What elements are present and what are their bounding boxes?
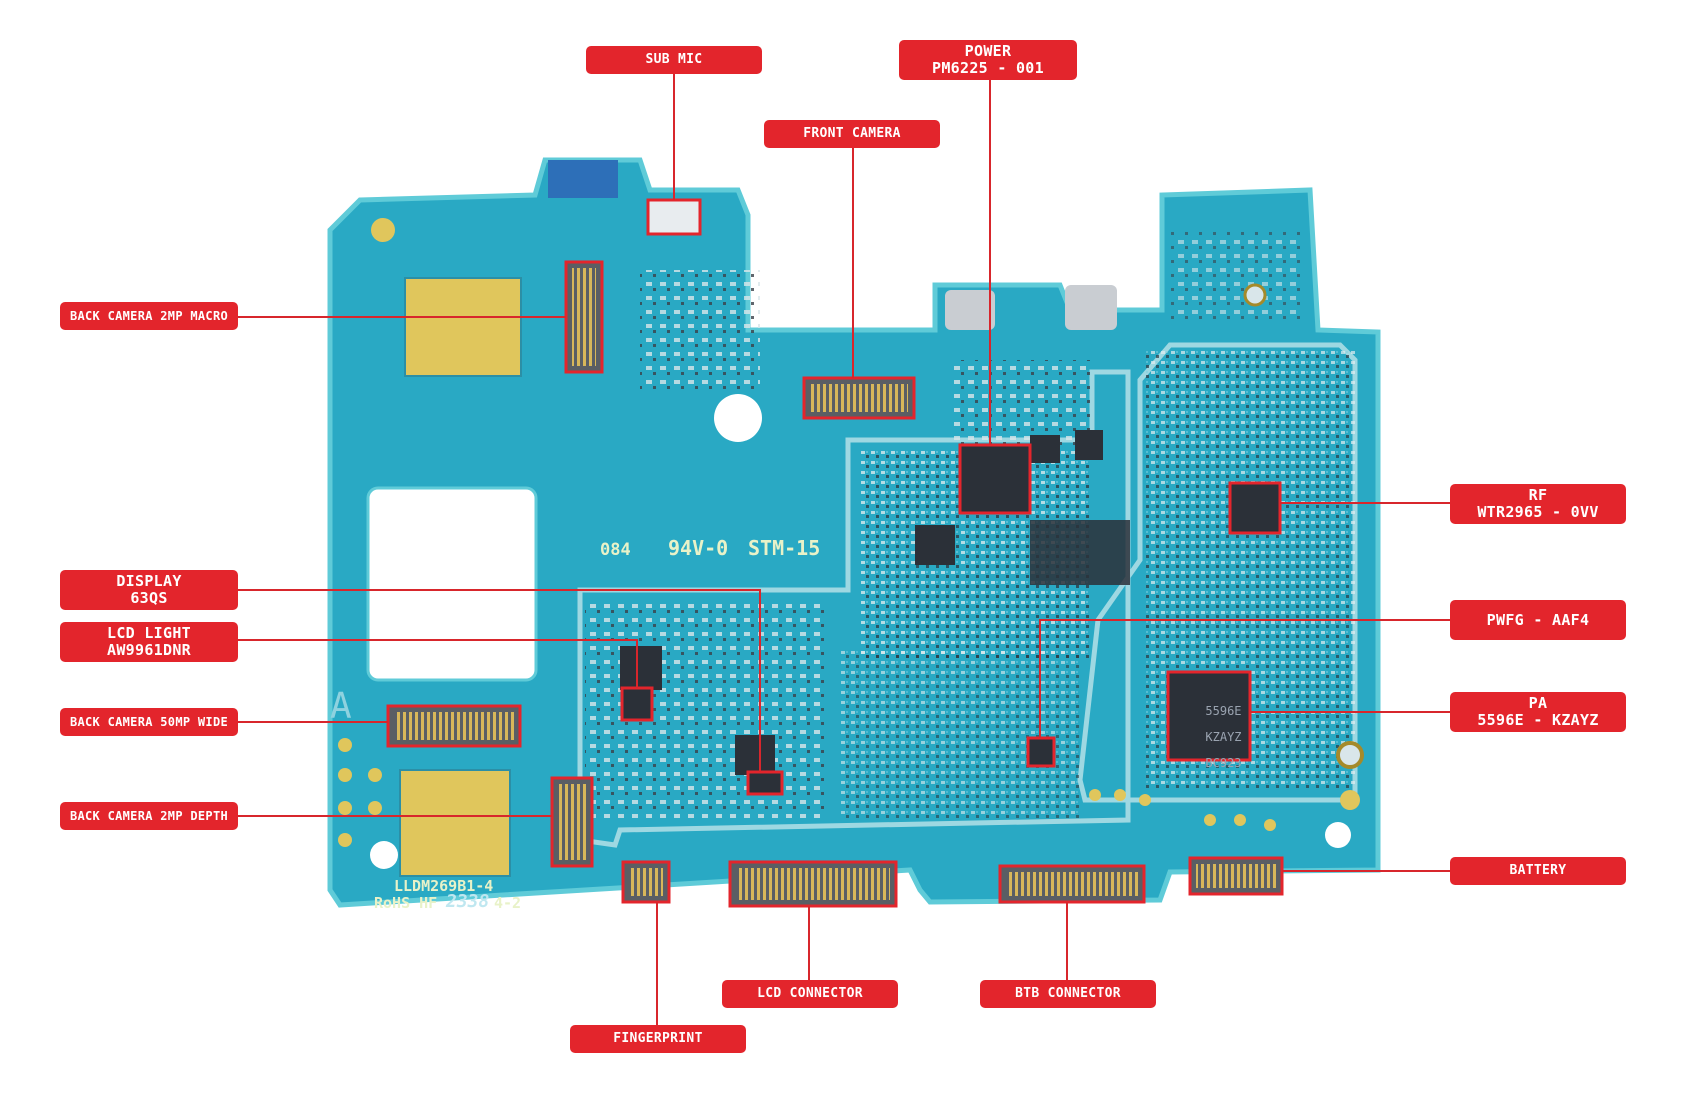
silk-date: 2338 [446, 891, 490, 912]
label-front-camera-text: FRONT CAMERA [803, 126, 901, 141]
pa-chip-line-3: BC923 [1205, 756, 1242, 770]
label-pa-line-1: PA [1528, 694, 1548, 712]
blue-module [548, 160, 618, 198]
pa-chip-marking: 5596E KZAYZ BC923 [1174, 692, 1244, 783]
silk-side: A [330, 686, 352, 727]
label-back-camera-macro: BACK CAMERA 2MP MACRO [60, 302, 238, 330]
label-back-camera-wide-text: BACK CAMERA 50MP WIDE [69, 715, 229, 729]
silk-stm: STM-15 [748, 536, 821, 560]
gold-pad-top [404, 277, 522, 377]
shield-left [577, 369, 1131, 848]
label-pwfg-text: PWFG - AAF4 [1486, 610, 1590, 629]
label-pwfg: PWFG - AAF4 [1450, 600, 1626, 640]
label-rf-line-1: RF [1528, 486, 1548, 504]
label-front-camera: FRONT CAMERA [764, 120, 940, 148]
label-back-camera-macro-text: BACK CAMERA 2MP MACRO [69, 309, 229, 323]
leader-lines [238, 72, 1450, 1025]
label-rf-line-2: WTR2965 - 0VV [1477, 503, 1599, 521]
label-battery-text: BATTERY [1509, 863, 1567, 878]
pa-chip-line-2: KZAYZ [1205, 730, 1242, 744]
label-display: DISPLAY 63QS [60, 570, 238, 610]
label-fingerprint: FINGERPRINT [570, 1025, 746, 1053]
label-lcd-connector-text: LCD CONNECTOR [757, 986, 863, 1001]
label-power: POWER PM6225 - 001 [899, 40, 1077, 80]
label-back-camera-wide: BACK CAMERA 50MP WIDE [60, 708, 238, 736]
silk-rohs: RoHS HF [374, 894, 438, 912]
label-lcd-light-line-2: AW9961DNR [107, 641, 191, 659]
label-rf: RF WTR2965 - 0VV [1450, 484, 1626, 524]
label-sub-mic: SUB MIC [586, 46, 762, 74]
label-lcd-light-line-1: LCD LIGHT [107, 624, 191, 642]
silk-board-code: 084 [600, 540, 631, 560]
silk-rating: 94V-0 [668, 536, 729, 560]
label-power-line-2: PM6225 - 001 [932, 59, 1044, 77]
label-lcd-light: LCD LIGHT AW9961DNR [60, 622, 238, 662]
label-display-line-2: 63QS [130, 589, 168, 607]
label-display-line-1: DISPLAY [116, 572, 182, 590]
gold-pad-bottom [399, 769, 511, 877]
board-window [366, 486, 538, 682]
label-btb-connector: BTB CONNECTOR [980, 980, 1156, 1008]
label-power-line-1: POWER [964, 42, 1012, 60]
label-back-camera-depth: BACK CAMERA 2MP DEPTH [60, 802, 238, 830]
silk-rev: 4-2 [494, 894, 522, 912]
pa-chip-line-1: 5596E [1205, 704, 1242, 718]
label-fingerprint-text: FINGERPRINT [613, 1031, 703, 1046]
label-sub-mic-text: SUB MIC [645, 52, 703, 67]
label-lcd-connector: LCD CONNECTOR [722, 980, 898, 1008]
label-battery: BATTERY [1450, 857, 1626, 885]
label-back-camera-depth-text: BACK CAMERA 2MP DEPTH [69, 809, 229, 823]
label-pa-line-2: 5596E - KZAYZ [1477, 711, 1599, 729]
label-btb-connector-text: BTB CONNECTOR [1015, 986, 1121, 1001]
silk-model: LLDM269B1-4 [394, 877, 494, 895]
label-pa: PA 5596E - KZAYZ [1450, 692, 1626, 732]
shield-right [1077, 342, 1358, 803]
